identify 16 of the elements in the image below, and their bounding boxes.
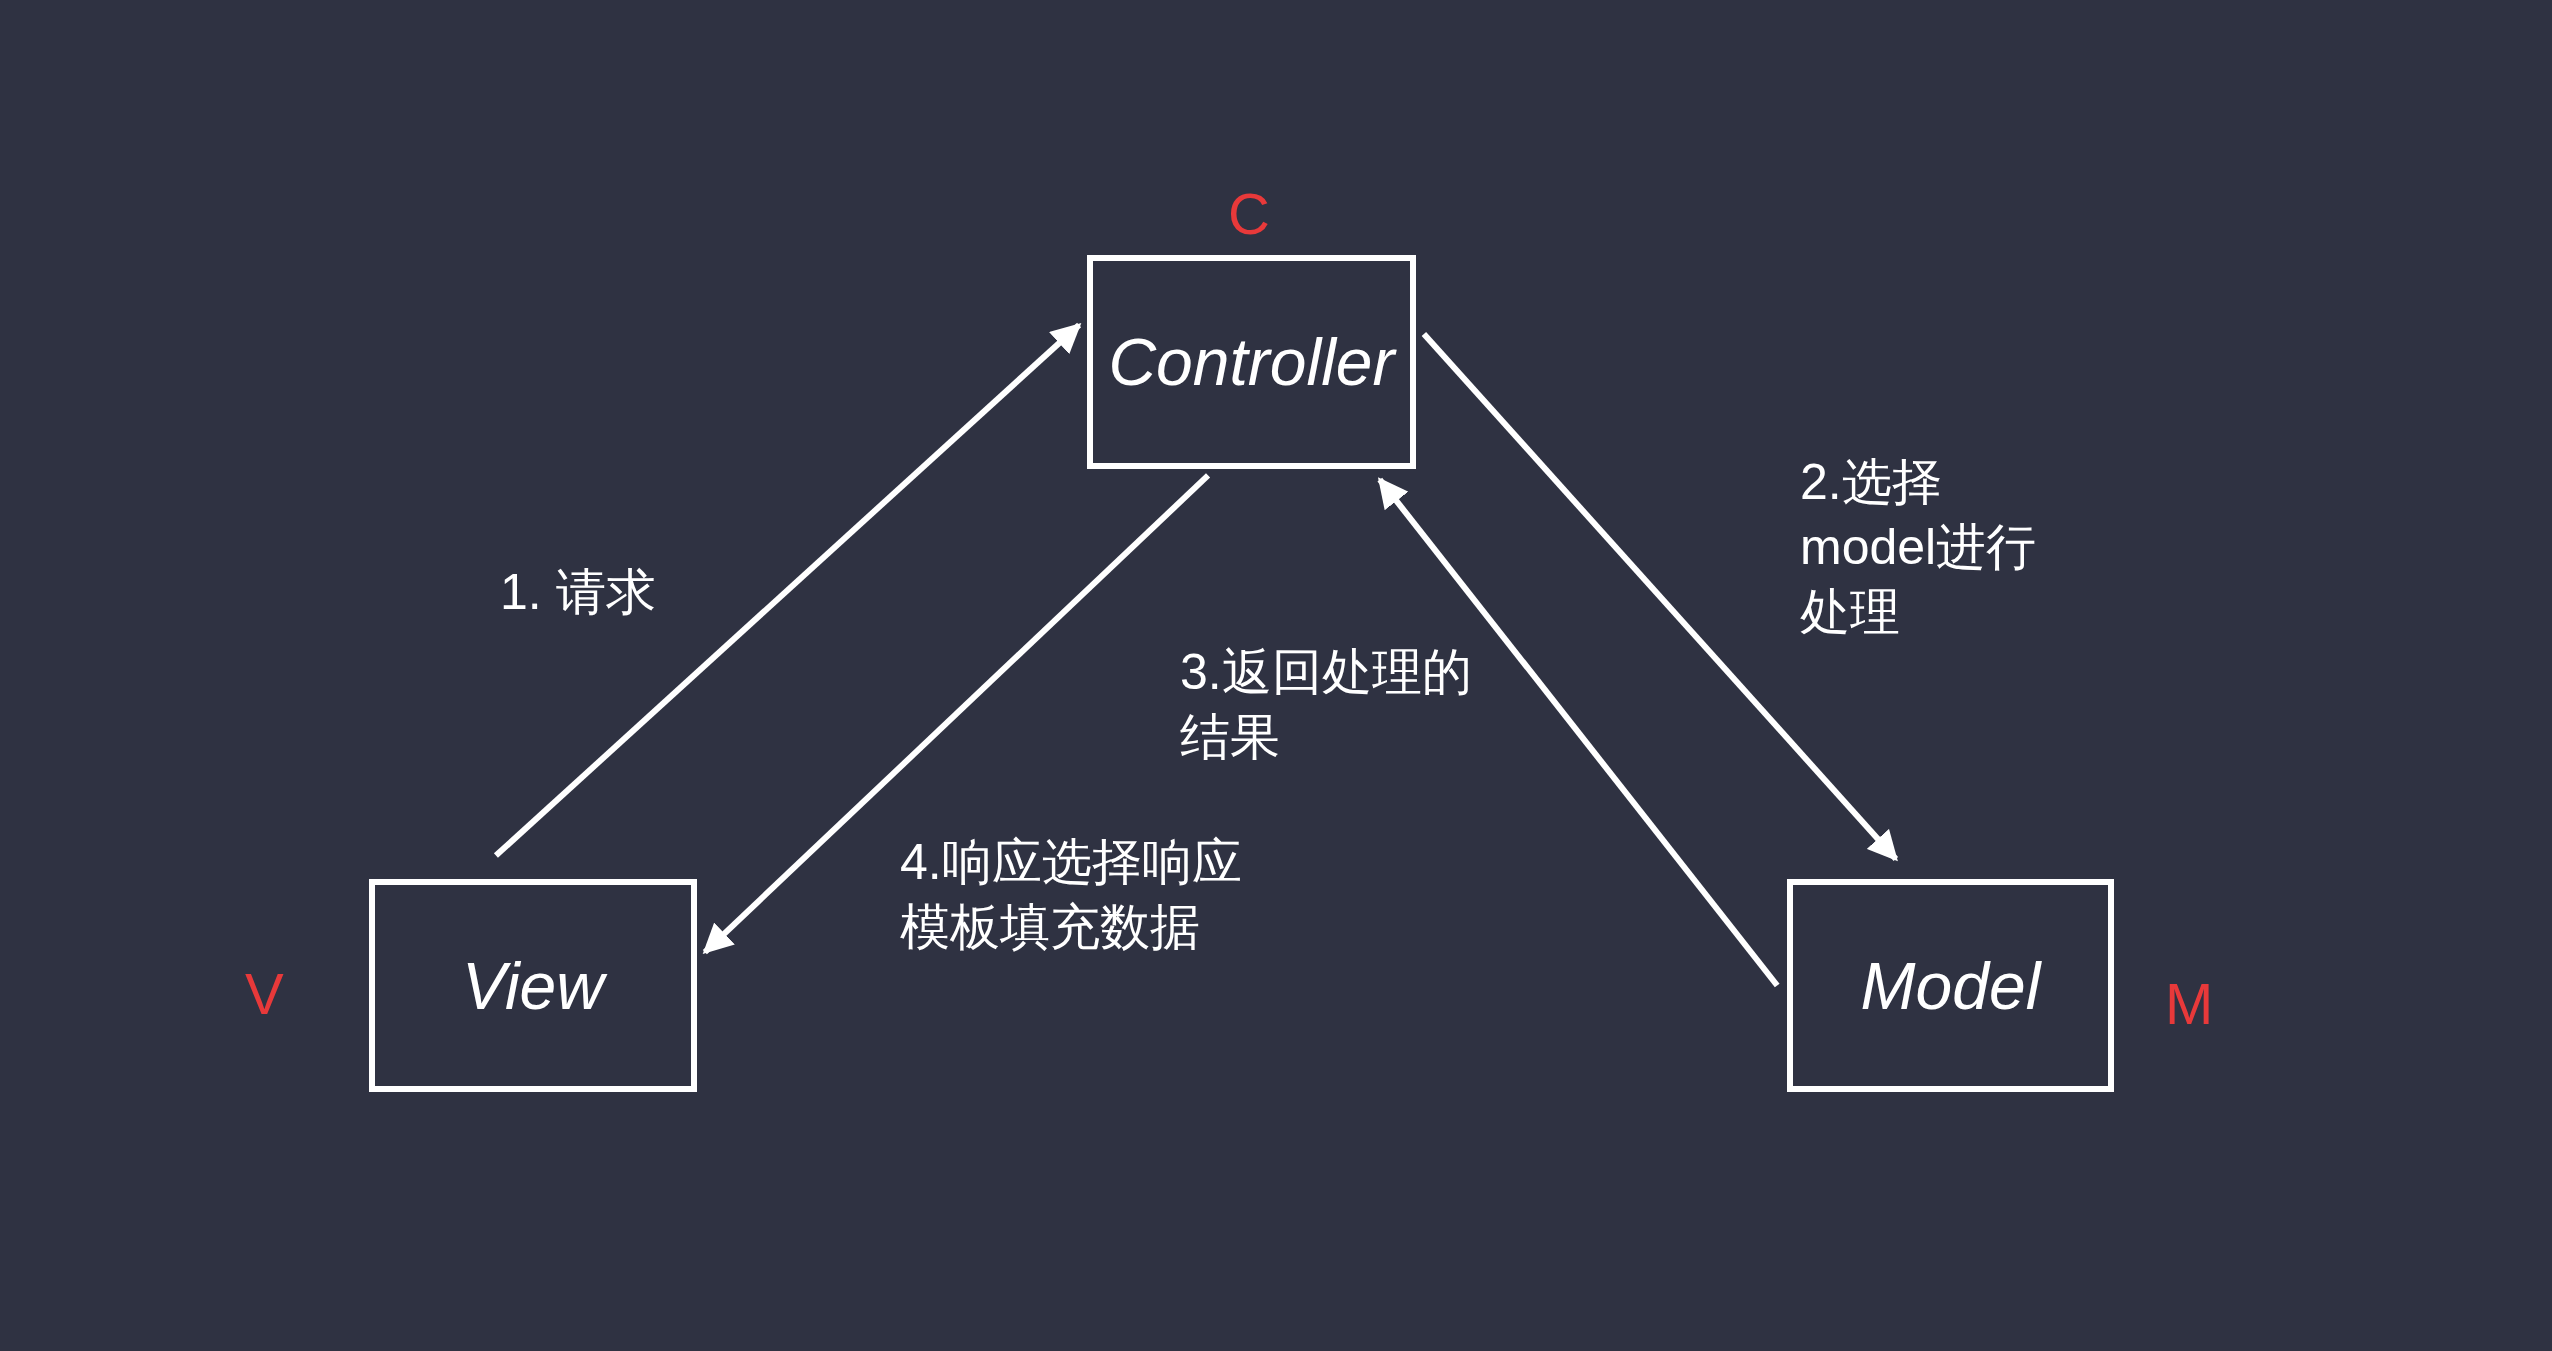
letter-label: V	[245, 960, 284, 1027]
edge-label: 1. 请求	[500, 563, 657, 622]
edge-label: 4.响应选择响应模板填充数据	[900, 833, 1243, 957]
letter-label: M	[2165, 970, 2214, 1037]
box-label: Model	[1860, 947, 2041, 1024]
letter-label: C	[1228, 180, 1270, 247]
arrow	[1377, 477, 1780, 988]
arrow	[493, 322, 1082, 858]
box-label: Controller	[1108, 324, 1395, 400]
process-box	[1087, 255, 1416, 469]
edge-label: 2.选择model进行处理	[1800, 453, 2038, 642]
edge-label: 3.返回处理的结果	[1180, 643, 1473, 767]
process-box	[369, 879, 697, 1092]
process-box	[1787, 879, 2114, 1092]
arrow	[1421, 331, 1899, 862]
arrow	[702, 473, 1211, 955]
